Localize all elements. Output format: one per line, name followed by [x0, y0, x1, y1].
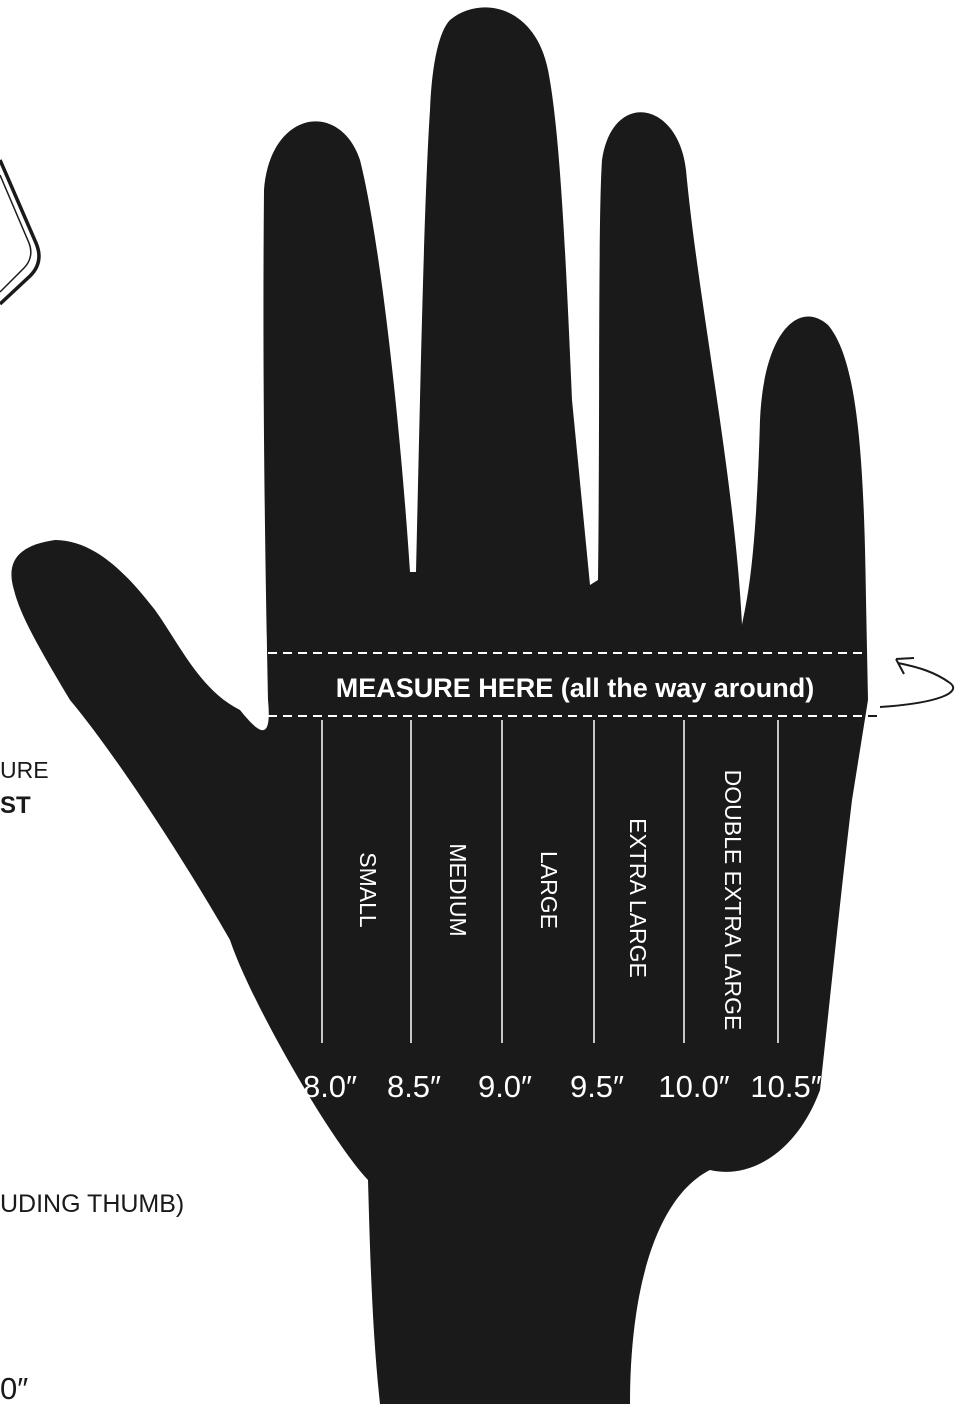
- cropped-text-line-2: ST: [0, 792, 31, 819]
- size-label-medium: MEDIUM: [445, 843, 471, 936]
- mark-9-5: 9.5″: [570, 1069, 624, 1104]
- cropped-shape-outline: [0, 160, 39, 304]
- size-label-extra-large: EXTRA LARGE: [625, 818, 651, 978]
- mark-8-5: 8.5″: [387, 1069, 441, 1104]
- size-label-large: LARGE: [536, 851, 562, 929]
- mark-10-0: 10.0″: [658, 1069, 729, 1104]
- cropped-text-line-1: URE: [0, 757, 49, 783]
- mark-8-0: 8.0″: [303, 1069, 357, 1104]
- mark-10-5: 10.5″: [750, 1069, 821, 1104]
- size-label-small: SMALL: [355, 852, 381, 928]
- mark-9-0: 9.0″: [478, 1069, 532, 1104]
- measure-label: MEASURE HERE (all the way around): [336, 673, 815, 703]
- cropped-thumb-note: UDING THUMB): [0, 1190, 184, 1218]
- cropped-bottom-mark: 0″: [0, 1371, 28, 1404]
- wrap-around-arrow: [880, 663, 953, 707]
- size-label-double-extra-large: DOUBLE EXTRA LARGE: [720, 770, 746, 1031]
